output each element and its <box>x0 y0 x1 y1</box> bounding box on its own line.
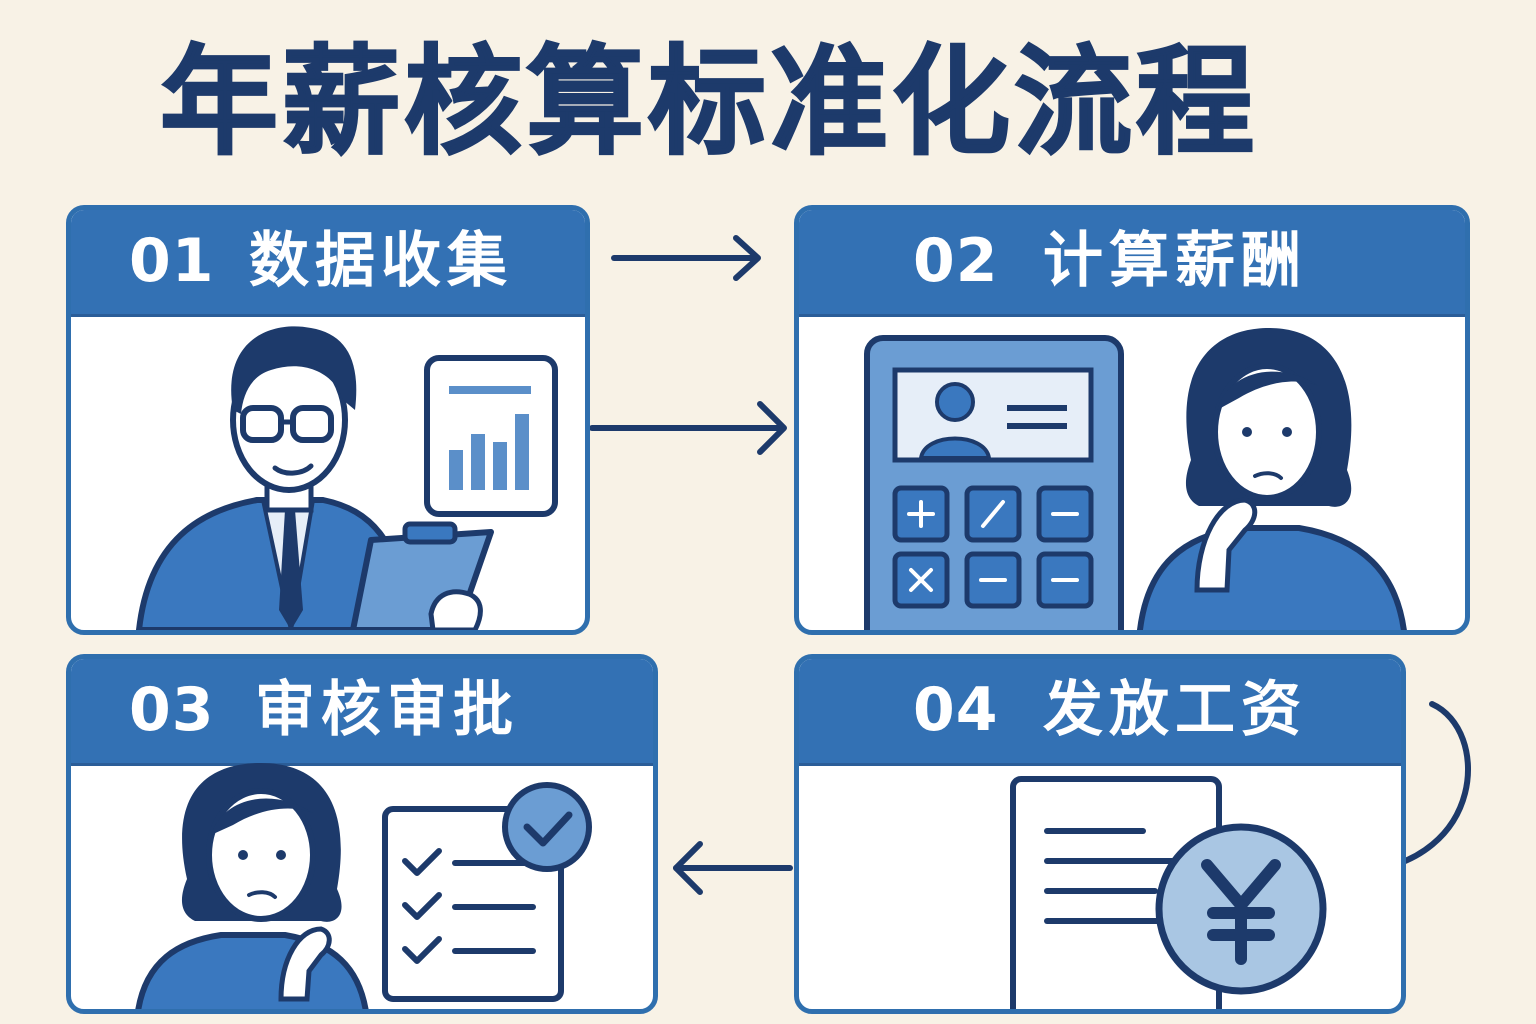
step-number: 01 <box>129 226 215 296</box>
step-card-02: 02 计算薪酬 <box>794 205 1470 635</box>
step-card-04: 04 发放工资 <box>794 654 1406 1014</box>
step-header-03: 03 审核审批 <box>71 659 653 766</box>
thinking-woman-icon <box>135 763 369 1009</box>
step-card-01: 01 数据收集 <box>66 205 590 635</box>
step-header-01: 01 数据收集 <box>71 210 585 317</box>
step-illustration-03 <box>135 763 592 1009</box>
step-label: 计算薪酬 <box>1043 226 1307 296</box>
step-label: 发放工资 <box>1043 675 1307 745</box>
arrow-step1-to-step2-upper <box>611 235 761 281</box>
step-number: 02 <box>913 226 999 296</box>
step-illustration-04 <box>1010 776 1327 1009</box>
step-label: 数据收集 <box>249 226 513 296</box>
arrow-step4-to-step3 <box>673 841 793 895</box>
thinking-woman-icon <box>1137 328 1407 630</box>
arrow-step1-to-step2-lower <box>589 401 787 455</box>
check-badge-icon <box>502 782 592 872</box>
clipboard-icon <box>350 521 494 630</box>
step-number: 03 <box>129 675 215 745</box>
step-illustration-01 <box>135 326 558 630</box>
bar-chart-icon <box>424 355 558 517</box>
yen-coin-icon <box>1155 823 1327 995</box>
step-header-04: 04 发放工资 <box>799 659 1401 766</box>
step-number: 04 <box>913 675 999 745</box>
step-label: 审核审批 <box>255 675 519 745</box>
step-card-03: 03 审核审批 <box>66 654 658 1014</box>
calculator-icon <box>864 335 1124 630</box>
step-illustration-02 <box>864 328 1407 630</box>
page-title: 年薪核算标准化流程 <box>159 33 1259 171</box>
step-header-02: 02 计算薪酬 <box>799 210 1465 317</box>
